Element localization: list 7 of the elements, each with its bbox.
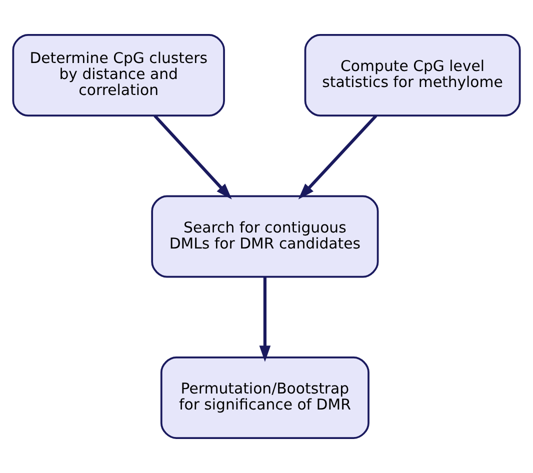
node-box: Compute CpG level statistics for methylome	[304, 34, 521, 116]
node-box: Determine CpG clusters by distance and correlation	[12, 34, 225, 116]
arrow	[154, 114, 232, 200]
node-box: Permutation/Bootstrap for significance of DMR	[160, 356, 370, 439]
arrow	[259, 276, 271, 362]
node-box: Search for contiguous DMLs for DMR candidates	[151, 195, 379, 278]
arrow	[298, 114, 378, 200]
